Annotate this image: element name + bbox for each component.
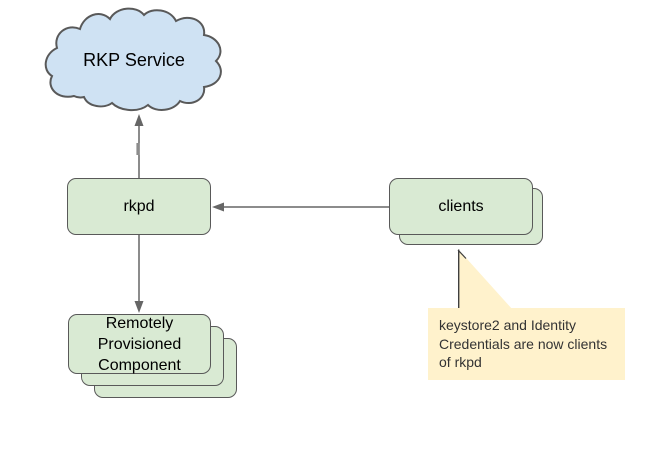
arrow-rkpd-to-cloud [134,114,144,178]
node-rkpd: rkpd [67,178,211,235]
arrow-rkpd-to-rpc [134,235,144,313]
callout-tail-apex-edge [457,249,467,259]
node-clients-label: clients [438,198,484,215]
callout-tail [458,249,513,310]
node-rpc-label: Remotely Provisioned Component [97,314,182,374]
node-rkpd-label: rkpd [123,198,155,215]
cloud-shape [44,7,222,111]
callout-note-text: keystore2 and Identity Credentials are n… [439,317,608,370]
node-clients: clients [389,178,533,235]
cloud-node-label: RKP Service [83,50,185,70]
callout-note: keystore2 and Identity Credentials are n… [428,308,625,380]
arrow-clients-to-rkpd [212,202,389,212]
node-rpc: Remotely Provisioned Component [68,314,211,374]
